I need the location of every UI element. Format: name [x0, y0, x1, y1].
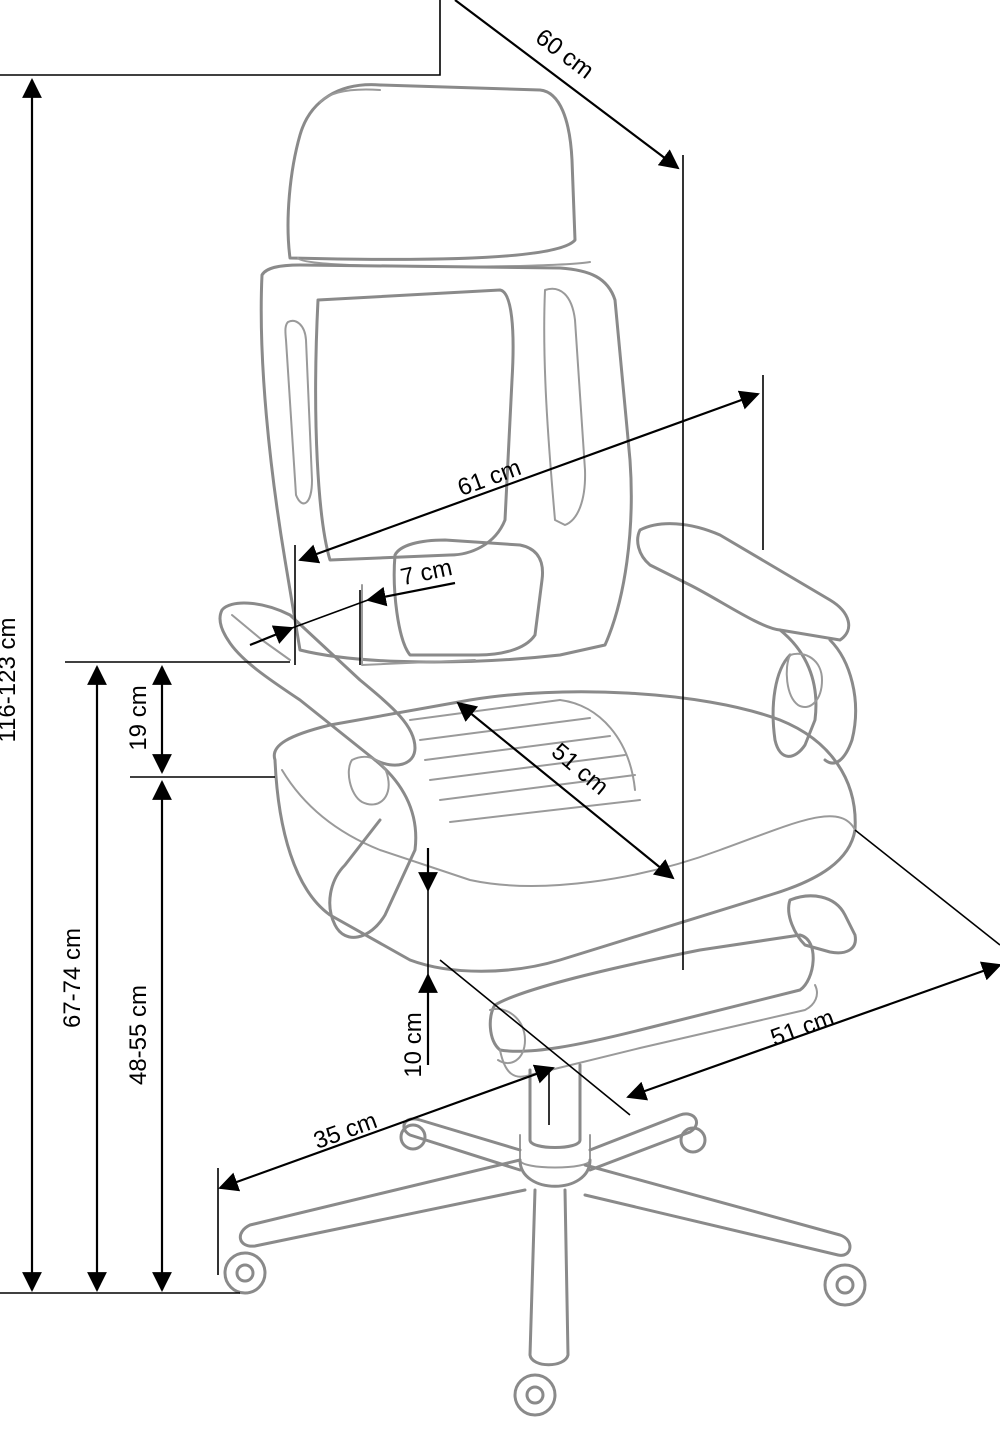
- overall-depth-line: [454, 0, 680, 170]
- right-slot: [543, 287, 587, 526]
- chair-outline: [218, 83, 867, 1417]
- label-armrest-to-seat: 19 cm: [125, 685, 152, 750]
- dimension-lines: [0, 0, 1000, 1294]
- label-armrest-height: 67-74 cm: [59, 928, 86, 1028]
- label-overall-depth: 60 cm: [530, 24, 598, 85]
- casters: [223, 1123, 867, 1417]
- base-radius-line: [218, 1064, 555, 1192]
- headrest: [286, 83, 577, 261]
- label-total-height: 116-123 cm: [0, 618, 21, 743]
- left-slot: [284, 320, 313, 505]
- gas-lift: [528, 1063, 582, 1149]
- backrest-frame: [259, 263, 633, 664]
- label-base-radius: 35 cm: [310, 1107, 381, 1155]
- label-seat-depth: 51 cm: [546, 738, 613, 801]
- armrest-width-line: [249, 625, 294, 647]
- label-footrest-height: 10 cm: [400, 1012, 427, 1077]
- label-overall-width: 61 cm: [454, 454, 525, 502]
- overall-width-line: [298, 390, 760, 564]
- label-seat-height: 48-55 cm: [125, 985, 152, 1085]
- footrest: [488, 933, 815, 1053]
- seat-width-line: [626, 961, 1000, 1101]
- dimension-labels: 116-123 cm 67-74 cm 19 cm 48-55 cm 10 cm…: [0, 24, 838, 1155]
- star-base: [239, 1112, 852, 1367]
- seat-depth-line: [456, 701, 675, 880]
- seat-stitching: [409, 699, 641, 823]
- right-armrest: [636, 522, 851, 642]
- left-armrest: [218, 601, 417, 767]
